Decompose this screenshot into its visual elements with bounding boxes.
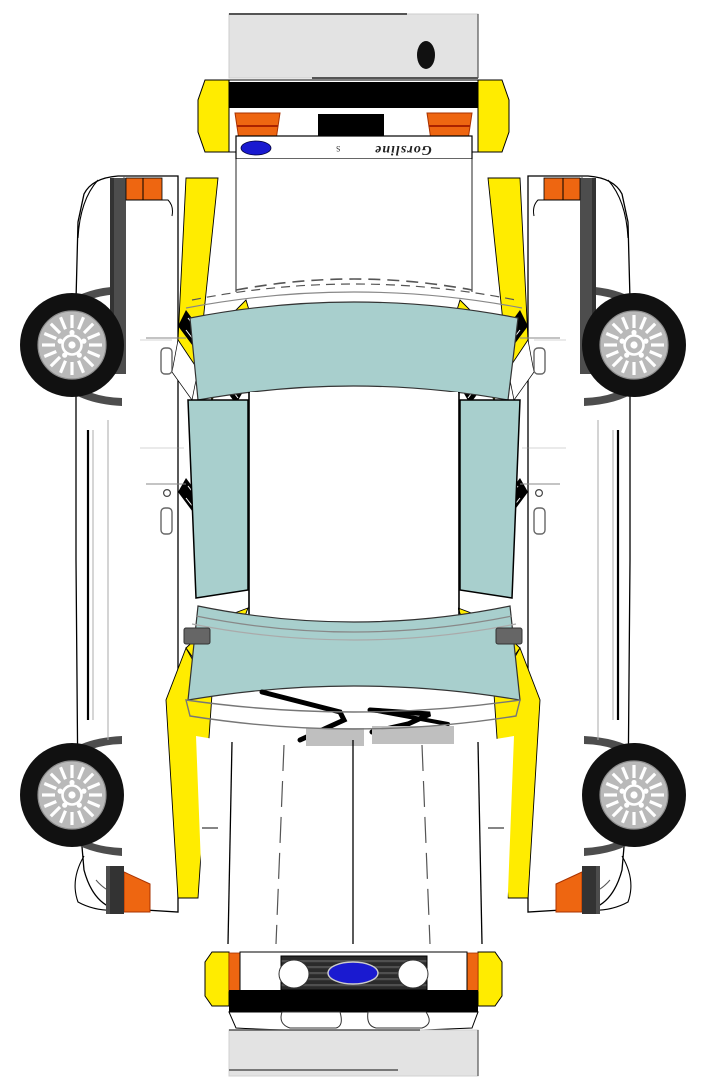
rear-roof-flap — [228, 13, 479, 79]
fold-guides — [140, 339, 566, 449]
door-mirror-right — [495, 627, 523, 645]
wheel-rear-right — [582, 293, 686, 397]
wheel-rear-left — [20, 293, 124, 397]
door-handle-rear-left — [160, 347, 173, 375]
fuel-filler-cap — [417, 41, 435, 69]
rear-badge-wordmark: Gorsline — [374, 142, 432, 157]
rear-model-letter: S — [336, 144, 341, 153]
cowl-panel — [185, 699, 521, 746]
rear-bumper — [229, 82, 478, 108]
headlamp-left — [278, 959, 310, 989]
door-handle-front-right — [533, 507, 546, 535]
headlamp-right — [397, 959, 429, 989]
wheel-front-right — [582, 743, 686, 847]
ford-oval-badge-rear — [240, 140, 272, 156]
front-underside-flap — [228, 1029, 479, 1077]
right-door-furniture — [520, 337, 560, 535]
windscreen-glass — [187, 605, 521, 743]
bonnet-panel — [196, 736, 514, 945]
door-mirror-left — [183, 627, 211, 645]
front-bumper — [229, 990, 478, 1012]
boot-lid-panel — [235, 159, 473, 292]
front-face-panel — [204, 951, 503, 1032]
door-handle-rear-right — [533, 347, 546, 375]
wheel-front-left — [20, 743, 124, 847]
ford-oval-badge-front — [327, 961, 379, 985]
roof-panel — [248, 392, 460, 616]
rear-number-plate — [318, 114, 384, 136]
rear-side-glass — [187, 399, 521, 599]
boot-badge-strip — [235, 135, 473, 160]
left-door-furniture — [146, 337, 186, 535]
door-handle-front-left — [160, 507, 173, 535]
rear-screen-glass — [185, 283, 523, 401]
